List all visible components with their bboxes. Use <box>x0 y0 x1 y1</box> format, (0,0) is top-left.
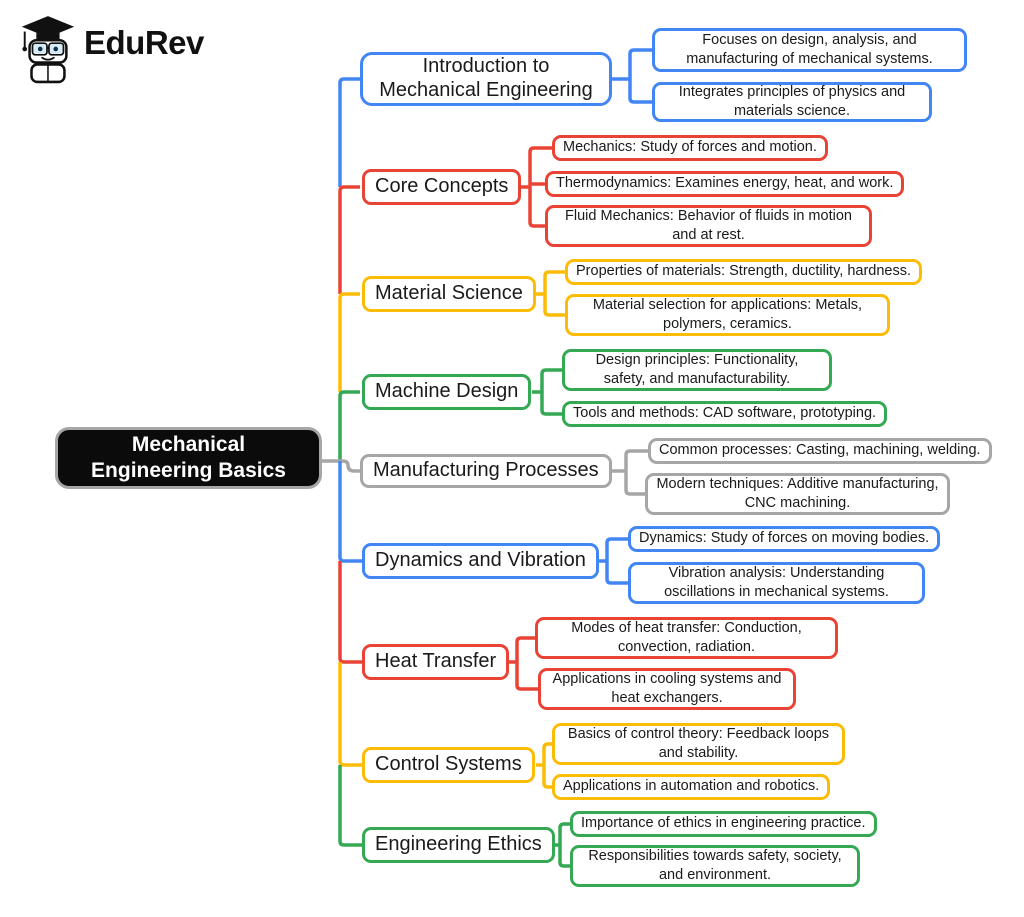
leaf-node: Basics of control theory: Feedback loops… <box>552 723 845 765</box>
leaf-node: Thermodynamics: Examines energy, heat, a… <box>545 171 905 197</box>
leaf-node: Focuses on design, analysis, and manufac… <box>652 28 967 72</box>
branch-node-control-systems: Control Systems <box>362 747 535 783</box>
brand-name: EduRev <box>84 24 204 61</box>
leaf-node: Modern techniques: Additive manufacturin… <box>645 473 950 515</box>
trunk-segment-core <box>338 185 360 294</box>
leaf-node: Integrates principles of physics and mat… <box>652 82 932 122</box>
leaf-node: Mechanics: Study of forces and motion. <box>552 135 828 161</box>
leaf-node: Properties of materials: Strength, ducti… <box>565 259 922 285</box>
trunk-segment-control <box>338 662 362 767</box>
wire-control-children <box>536 742 552 789</box>
leaf-node: Modes of heat transfer: Conduction, conv… <box>535 617 838 659</box>
branch-node-core-concepts: Core Concepts <box>362 169 522 205</box>
edurev-mascot-icon <box>21 16 75 84</box>
wire-material-children <box>535 270 565 317</box>
root-link <box>322 459 362 473</box>
branch-node-machine-design: Machine Design <box>362 374 532 410</box>
root-node: Mechanical Engineering Basics <box>55 427 322 489</box>
wire-intro-children <box>608 48 652 104</box>
branch-node-manufacturing-processes: Manufacturing Processes <box>360 454 612 488</box>
wire-core-children <box>520 146 552 228</box>
leaf-node: Fluid Mechanics: Behavior of fluids in m… <box>545 205 872 247</box>
leaf-node: Design principles: Functionality, safety… <box>562 349 832 391</box>
wire-manufacturing-children <box>608 449 648 496</box>
trunk-segment-heat <box>338 561 362 664</box>
leaf-node: Common processes: Casting, machining, we… <box>648 438 992 464</box>
leaf-node: Material selection for applications: Met… <box>565 294 890 336</box>
trunk-segment-ethics <box>338 765 362 847</box>
trunk-segment-machine <box>338 390 360 461</box>
branch-node-engineering-ethics: Engineering Ethics <box>362 827 555 863</box>
leaf-node: Tools and methods: CAD software, prototy… <box>562 401 888 427</box>
leaf-node: Responsibilities towards safety, society… <box>570 845 860 887</box>
leaf-node: Dynamics: Study of forces on moving bodi… <box>628 526 941 552</box>
branch-node-material-science: Material Science <box>362 276 536 312</box>
leaf-node: Importance of ethics in engineering prac… <box>570 811 877 837</box>
leaf-node: Vibration analysis: Understanding oscill… <box>628 562 925 604</box>
trunk-segment-material <box>338 292 360 392</box>
branch-node-heat-transfer: Heat Transfer <box>362 644 510 680</box>
leaf-node: Applications in automation and robotics. <box>552 774 831 800</box>
wire-machine-children <box>532 368 562 416</box>
trunk-segment-dynamics <box>338 461 362 563</box>
trunk-segment-intro <box>338 77 360 187</box>
branch-node-dynamics-vibration: Dynamics and Vibration <box>362 543 599 579</box>
leaf-node: Applications in cooling systems and heat… <box>538 668 796 710</box>
branch-node-introduction: Introduction to Mechanical Engineering <box>360 52 612 106</box>
